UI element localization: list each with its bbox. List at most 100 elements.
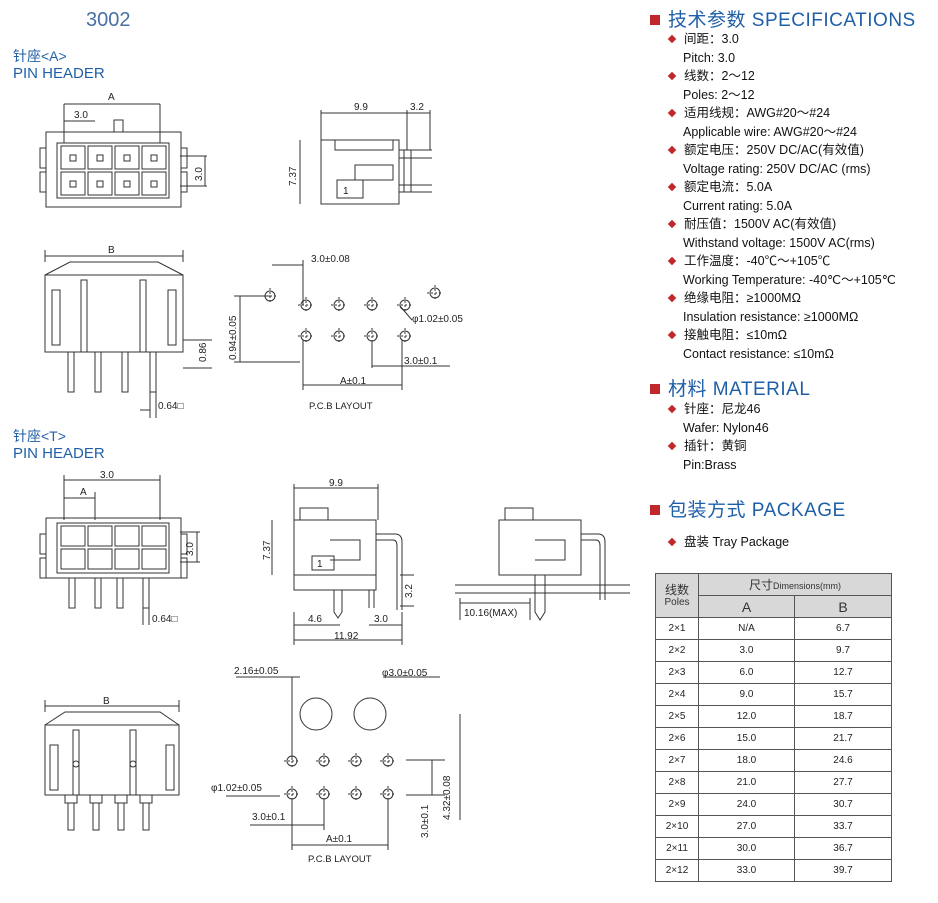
t-side-view-2 (455, 507, 630, 621)
dim-t-side-30: 3.0 (374, 614, 388, 625)
cell-poles: 2×7 (655, 749, 699, 772)
cell-a: 33.0 (698, 859, 795, 882)
specifications-item-en: Voltage rating: 250V DC/AC (rms) (683, 161, 871, 176)
specifications-item-en: Pitch: 3.0 (683, 50, 736, 65)
specifications-item-cn: 额定电压：250V DC/AC(有效值) (684, 143, 864, 157)
dim-t-front-B: B (103, 696, 110, 707)
pin-cavity (87, 548, 113, 570)
dim-t-side-46: 4.6 (308, 614, 322, 625)
package-item-cn: 盘装 Tray Package (684, 535, 790, 549)
pin-cavity (114, 145, 140, 170)
cell-poles: 2×10 (655, 815, 699, 838)
cell-poles: 2×8 (655, 771, 699, 794)
package-list: 盘装 Tray Package (666, 533, 931, 552)
package-item: 盘装 Tray Package (666, 533, 931, 552)
cell-b: 6.7 (794, 617, 892, 640)
dim-a-top-A: A (108, 92, 115, 103)
bullet-diamond-icon (667, 293, 677, 303)
cell-b: 24.6 (794, 749, 892, 772)
dim-a-pcb-A: A±0.1 (340, 376, 366, 387)
pin-cavity (87, 525, 113, 547)
pin (123, 154, 131, 162)
dim-t-side2-1016: 10.16(MAX) (464, 608, 517, 619)
bullet-diamond-icon (667, 256, 677, 266)
dim-a-front-B: B (108, 245, 115, 256)
cell-a: 15.0 (698, 727, 795, 750)
pin-cavity (141, 145, 167, 170)
cell-b: 21.7 (794, 727, 892, 750)
bullet-diamond-icon (667, 145, 677, 155)
dim-t-side-99: 9.9 (329, 478, 343, 489)
cell-poles: 2×6 (655, 727, 699, 750)
cell-b: 12.7 (794, 661, 892, 684)
header-a-cn: 针座<A> (13, 48, 67, 64)
cell-b: 36.7 (794, 837, 892, 860)
bullet-diamond-icon (667, 441, 677, 451)
pin (96, 154, 104, 162)
pin-cavity (87, 145, 113, 170)
dim-t-pcb-301v: 3.0±0.1 (420, 804, 431, 838)
cell-poles: 2×3 (655, 661, 699, 684)
bullet-square-icon (650, 15, 660, 25)
dim-a-side-99: 9.9 (354, 102, 368, 113)
header-t-en: PIN HEADER (13, 445, 105, 462)
dim-a-pcb-301: 3.0±0.1 (404, 356, 438, 367)
dim-t-pcb-phi102: φ1.02±0.05 (211, 783, 262, 794)
pin (69, 180, 77, 188)
col-poles-header: 线数 Poles (655, 573, 699, 618)
cell-a: 30.0 (698, 837, 795, 860)
cell-a: 12.0 (698, 705, 795, 728)
cell-a: 24.0 (698, 793, 795, 816)
header-a-en: PIN HEADER (13, 65, 105, 82)
specifications-item-cn: 接触电阻：≤10mΩ (684, 328, 788, 342)
pin-cavity (114, 171, 140, 196)
col-b-header: B (794, 595, 892, 618)
dim-t-top-A: A (80, 487, 87, 498)
bullet-diamond-icon (667, 219, 677, 229)
dim-a-top-right3: 3.0 (194, 167, 205, 181)
specifications-item-cn: 线数：2～12 (684, 69, 755, 83)
pin-cavity (114, 548, 140, 570)
t-pcb-layout (226, 676, 461, 850)
dim-t-pcb-A: A±0.1 (326, 834, 352, 845)
bullet-square-icon (650, 505, 660, 515)
bullet-diamond-icon (667, 34, 677, 44)
cell-b: 30.7 (794, 793, 892, 816)
cell-a: 9.0 (698, 683, 795, 706)
pin-cavity (60, 525, 86, 547)
a-pcb-layout-label: P.C.B LAYOUT (309, 401, 373, 412)
bullet-diamond-icon (667, 404, 677, 414)
cell-poles: 2×5 (655, 705, 699, 728)
cell-a: 6.0 (698, 661, 795, 684)
cell-poles: 2×2 (655, 639, 699, 662)
cell-a: 3.0 (698, 639, 795, 662)
cell-b: 39.7 (794, 859, 892, 882)
specifications-title: 技术参数 SPECIFICATIONS (650, 5, 916, 32)
dim-t-top-064: 0.64□ (152, 614, 178, 625)
specifications-item-en: Poles: 2～12 (683, 87, 755, 102)
material-title: 材料 MATERIAL (650, 374, 810, 401)
specifications-item-cn: 耐压值：1500V AC(有效值) (684, 217, 837, 231)
pin (150, 180, 158, 188)
specifications-item-cn: 工作温度：-40℃～+105℃ (684, 254, 831, 268)
specifications-item-en: Current rating: 5.0A (683, 198, 793, 213)
cell-b: 18.7 (794, 705, 892, 728)
material-item-en: Wafer: Nylon46 (683, 420, 769, 435)
